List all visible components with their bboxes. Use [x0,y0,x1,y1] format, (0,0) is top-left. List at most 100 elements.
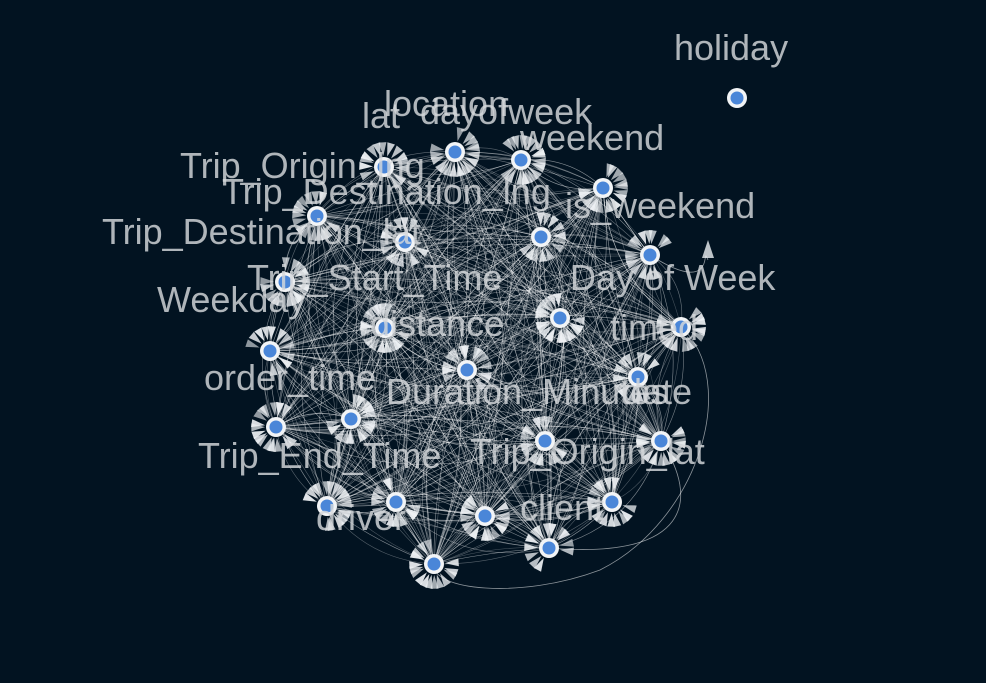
edge-arrowhead [474,378,487,391]
edge-arrowhead [423,539,432,554]
graph-edge [332,166,385,420]
node-dot [605,495,619,509]
graph-node[interactable] [524,523,574,572]
graph-edge [284,281,546,442]
graph-node[interactable] [302,481,352,531]
graph-node[interactable] [587,477,637,527]
edge-arrowhead [278,357,293,369]
edge-arrowhead [360,328,375,337]
edge-arrowhead [399,512,408,527]
graph-node[interactable] [442,345,492,391]
graph-node[interactable] [519,212,566,262]
graph-edge [433,497,613,565]
graph-node[interactable] [727,88,747,108]
node-dot [674,320,688,334]
graph-node[interactable] [245,326,295,376]
graph-node[interactable] [625,230,672,280]
node-label-location: location [384,83,508,124]
edge-arrowhead [494,501,509,512]
edge-arrowhead [411,547,425,559]
graph-edge [269,341,639,378]
node-dot [427,557,441,571]
graph-edge [454,151,639,378]
graph-edge [275,418,613,503]
edge-arrowhead [536,212,545,227]
edge-arrowhead [629,262,643,276]
edge-arrowhead [500,167,514,181]
graph-node[interactable] [260,257,310,307]
graph-edge [383,166,468,371]
graph-edge [506,159,546,442]
graph-edge [269,313,682,352]
edge-arrowhead [550,242,565,254]
edge-arrowhead [385,250,398,264]
graph-edge [350,418,550,549]
graph-edge [326,505,435,565]
edge-arrowhead [702,240,714,258]
graph-edge [383,166,604,195]
graph-edge [395,376,639,503]
graph-edge [326,236,542,507]
graph-node[interactable] [460,495,510,541]
edge-arrowhead [406,505,421,513]
edge-arrowhead [385,221,398,234]
graph-node[interactable] [520,416,569,466]
graph-edge [559,317,639,378]
graph-edge [316,215,468,371]
edge-arrowhead [524,246,536,261]
graph-edge [433,317,561,565]
node-dot [310,209,324,223]
graph-node[interactable] [578,163,628,213]
graph-edge [540,236,662,442]
edge-arrowhead [465,495,478,508]
graph-node[interactable] [636,422,686,466]
edge-arrowhead [648,230,657,245]
graph-edge [404,241,550,549]
edge-arrowhead [662,451,671,466]
edge-arrowhead [442,361,457,369]
edge-arrowhead [363,334,377,347]
edge-arrowhead [559,538,574,547]
edge-arrowhead [568,324,583,336]
graph-edge [484,236,542,517]
graph-node[interactable] [656,307,706,352]
graph-node[interactable] [535,293,585,343]
graph-edge [520,159,662,442]
edge-arrowhead [260,284,275,292]
edge-arrowhead [461,345,470,360]
graph-node[interactable] [292,191,340,241]
edge-arrowhead [384,477,393,492]
graph-node[interactable] [430,127,480,177]
edge-arrowhead [661,335,674,349]
edge-arrowhead [372,142,381,157]
node-dot [542,541,556,555]
graph-node[interactable] [380,217,429,267]
edge-arrowhead [636,352,645,367]
graph-edge [383,166,651,256]
graph-node[interactable] [360,303,410,353]
graph-edge [484,376,639,517]
graph-edge [540,235,651,256]
edge-arrowhead [614,382,629,393]
edge-arrowhead [473,347,485,362]
graph-node[interactable] [371,477,421,527]
graph-node[interactable] [251,402,298,452]
edge-arrowhead [332,482,342,497]
graph-edge [316,204,682,328]
graph-edge [433,369,469,565]
graph-node[interactable] [409,539,459,589]
graph-node[interactable] [500,135,546,185]
graph-node[interactable] [326,394,376,444]
graph-edge [284,277,639,378]
graph-edge [275,369,468,433]
graph-edge [326,373,639,507]
graph-node[interactable] [613,352,660,402]
graph-node[interactable] [359,142,409,190]
edge-arrowhead [299,224,311,239]
edge-arrowhead [320,226,330,241]
edge-arrowhead [636,434,651,443]
edge-arrowhead [607,512,616,527]
edge-arrowhead [539,247,548,262]
graph-edge [559,317,617,503]
